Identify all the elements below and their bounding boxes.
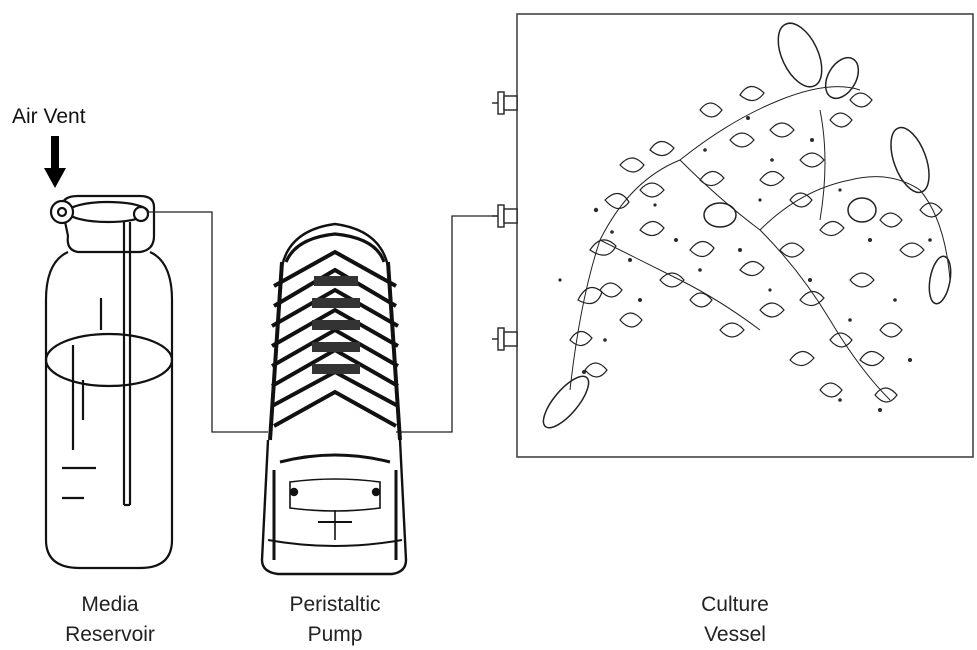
culture-vessel-label-line2: Vessel	[670, 620, 800, 650]
peristaltic-pump	[262, 224, 406, 574]
culture-vessel-label: Culture Vessel	[670, 590, 800, 650]
media-reservoir-label-line2: Reservoir	[30, 620, 190, 650]
peristaltic-pump-label-line2: Pump	[260, 620, 410, 650]
air-vent-label: Air Vent	[12, 105, 86, 129]
vessel-ports	[492, 92, 517, 350]
culture-vessel-label-line1: Culture	[670, 590, 800, 620]
media-reservoir-label-line1: Media	[30, 590, 190, 620]
media-reservoir-bottle	[46, 196, 172, 568]
peristaltic-pump-label: Peristaltic Pump	[260, 590, 410, 650]
air-vent-arrow	[44, 136, 66, 188]
media-reservoir-label: Media Reservoir	[30, 590, 190, 650]
peristaltic-pump-label-line1: Peristaltic	[260, 590, 410, 620]
